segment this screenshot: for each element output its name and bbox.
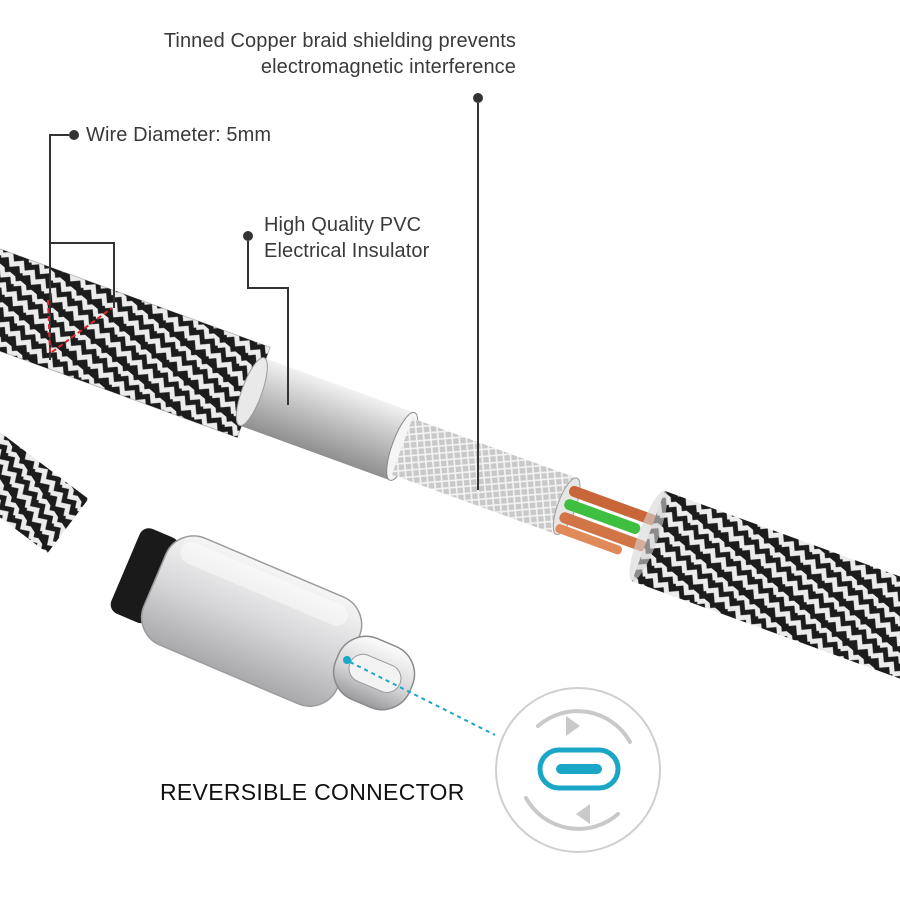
insulator-label-line1: High Quality PVC [264, 214, 422, 236]
callout-lines [49, 93, 483, 490]
shielding-label-line1: Tinned Copper braid shielding prevents [163, 30, 516, 52]
usb-c-reversible-icon [495, 687, 661, 853]
insulator-callout-dot [243, 231, 253, 241]
braided-jacket-right [631, 490, 900, 694]
braided-lead [0, 414, 89, 554]
diameter-label: Wire Diameter: 5mm [86, 124, 272, 146]
refresh-arrows-icon [524, 709, 632, 831]
reversible-connector-label: REVERSIBLE CONNECTOR [160, 779, 465, 805]
insulator-label: High Quality PVC Electrical Insulator [264, 212, 429, 264]
connector-pointer-line [349, 661, 496, 736]
pvc-insulator [239, 357, 415, 481]
connector-point-dot [343, 656, 351, 664]
diameter-callout-line [49, 134, 69, 360]
braided-jacket-left [0, 234, 271, 438]
main-cable [0, 233, 900, 694]
usb-c-plug [110, 528, 416, 711]
diameter-marker [47, 299, 113, 353]
insulator-label-line2: Electrical Insulator [264, 240, 430, 262]
shielding-callout-dot [473, 93, 483, 103]
diameter-bracket [50, 242, 115, 308]
shielding-label: Tinned Copper braid shielding prevents e… [118, 28, 516, 80]
copper-braid-shielding [391, 418, 577, 535]
inner-wires [555, 485, 660, 555]
diameter-callout-dot [69, 130, 79, 140]
shielding-label-line2: electromagnetic interference [260, 56, 516, 78]
usb-c-cable [0, 414, 496, 736]
insulator-callout-line [247, 241, 289, 405]
